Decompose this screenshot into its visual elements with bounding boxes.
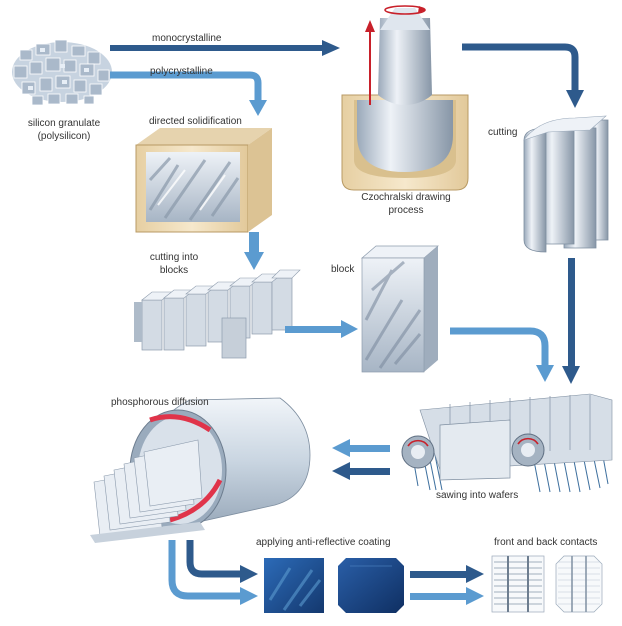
label-sawing-wafers: sawing into wafers [436, 490, 519, 501]
label-phosphorous-diffusion: phosphorous diffusion [111, 397, 209, 408]
arrow-cutting-to-sawing [562, 258, 580, 384]
label-contacts: front and back contacts [494, 537, 598, 548]
arrow-polycrystalline [110, 71, 267, 116]
arrow-to-block [285, 320, 358, 338]
arrow-to-cutting [462, 43, 584, 108]
label-anti-reflective: applying anti-reflective coating [256, 537, 391, 548]
label-directed-solidification: directed solidification [149, 116, 242, 127]
arrows-to-contacts [410, 565, 484, 605]
label-block: block [331, 264, 355, 275]
label-polycrystalline: polycrystalline [150, 66, 213, 77]
label-czochralski-line1: Czochralski drawing [361, 192, 451, 203]
arrow-block-to-sawing [450, 327, 554, 382]
coated-wafer-poly [264, 558, 324, 613]
contact-cell-back [555, 555, 603, 613]
label-cutting: cutting [488, 127, 518, 138]
arrows-to-coating [168, 540, 258, 605]
label-cutting-blocks-line2: blocks [159, 265, 189, 276]
diffusion-furnace [90, 397, 311, 543]
wafer-saw [401, 393, 613, 493]
czochralski-apparatus [341, 5, 469, 191]
label-granulate-line1: silicon granulate [27, 118, 101, 129]
cut-blocks [134, 269, 301, 359]
label-cutting-blocks-line1: cutting into [149, 252, 199, 263]
label-monocrystalline: monocrystalline [152, 33, 222, 44]
silicon-granulate-image [12, 39, 112, 106]
solidification-crucible [135, 128, 272, 233]
arrows-to-diffusion [332, 439, 390, 480]
cut-cylinders [523, 115, 609, 253]
arrow-monocrystalline [110, 40, 340, 56]
coated-wafer-mono [338, 558, 404, 613]
contact-cell-front [491, 555, 545, 613]
arrow-to-blocks [244, 232, 264, 270]
label-granulate-line2: (polysilicon) [37, 131, 91, 142]
label-czochralski-line2: process [388, 205, 424, 216]
silicon-block [361, 245, 439, 373]
